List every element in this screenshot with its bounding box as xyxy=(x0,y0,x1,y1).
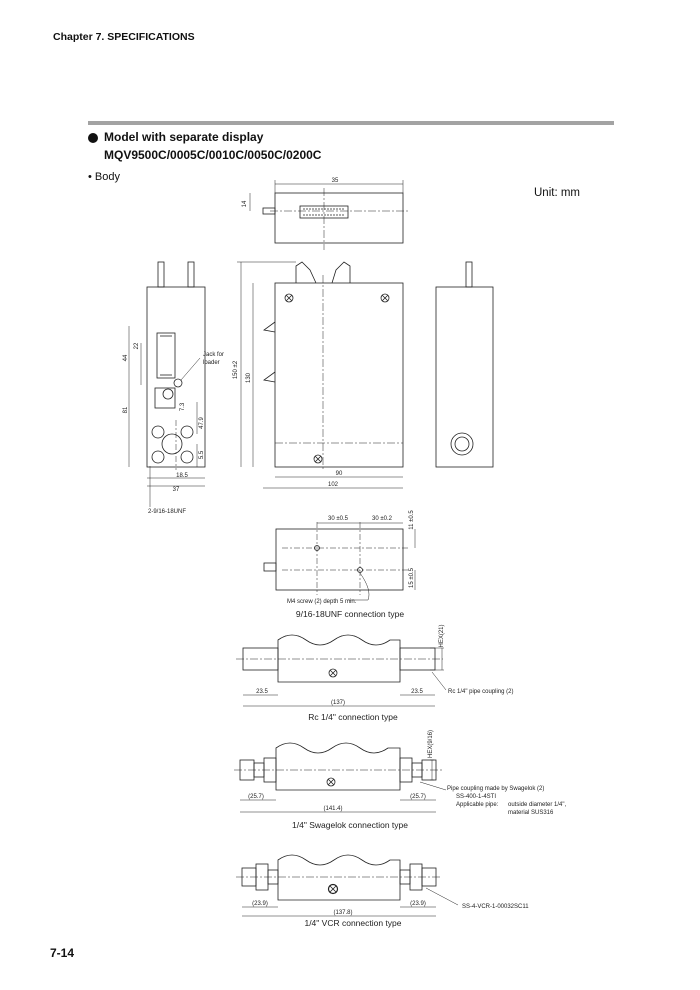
dim-44: 44 xyxy=(123,354,129,361)
dim-14: 14 xyxy=(242,200,248,207)
dim-90: 90 xyxy=(336,471,343,477)
dim-vcr-total: (137.8) xyxy=(333,910,352,916)
vcr-connection-view: (23.9) (23.9) (137.8) SS-4-VCR-1-00032SC… xyxy=(236,854,529,928)
dim-150: 150 ±2 xyxy=(233,360,239,379)
page-number: 7-14 xyxy=(50,946,75,960)
jack-port-icon xyxy=(173,378,183,388)
dim-47-9: 47.9 xyxy=(199,417,205,429)
jack-label-1: Jack for xyxy=(203,352,224,358)
dim-vcr-right: (23.9) xyxy=(410,901,426,907)
chapter-header: Chapter 7. SPECIFICATIONS xyxy=(53,31,195,43)
jack-circle xyxy=(162,388,174,400)
rc-note: Rc 1/4" pipe coupling (2) xyxy=(448,689,514,695)
dim-vcr-left: (23.9) xyxy=(252,901,268,907)
vcr-caption: 1/4" VCR connection type xyxy=(304,918,401,928)
screw-note: M4 screw (2) depth 5 min. xyxy=(287,599,357,605)
dim-30a: 30 ±0.5 xyxy=(328,516,349,522)
hex-9-16: HEX(9/16) xyxy=(428,730,434,758)
dim-37: 37 xyxy=(173,487,180,493)
unf-body xyxy=(275,528,404,591)
swagelok-note-5: material SUS316 xyxy=(508,810,554,816)
front-view-body xyxy=(274,282,404,468)
swagelok-caption: 1/4" Swagelok connection type xyxy=(292,820,408,830)
vcr-note: SS-4-VCR-1-00032SC11 xyxy=(462,904,529,910)
top-view: 35 14 xyxy=(242,178,410,250)
swagelok-body xyxy=(275,742,401,791)
center-mark-icon xyxy=(328,668,338,678)
swagelok-note-3: Applicable pipe: xyxy=(456,802,499,808)
section-rule xyxy=(88,121,614,125)
body-subheading: • Body xyxy=(88,171,120,183)
thread-note: 2-9/16-18UNF xyxy=(148,509,186,515)
dim-7-3: 7.3 xyxy=(180,402,186,411)
rc-connection-view: HEX(21) 23.5 23.5 (137) Rc 1/4" pipe cou… xyxy=(236,624,514,722)
dim-rc-total: (137) xyxy=(331,700,345,706)
connector-block xyxy=(156,332,176,379)
left-view-body xyxy=(146,286,206,468)
model-numbers: MQV9500C/0005C/0010C/0050C/0200C xyxy=(104,148,322,162)
dim-18-5: 18.5 xyxy=(176,473,188,479)
bullet-icon xyxy=(88,133,98,143)
port-icon xyxy=(151,425,165,439)
rc-body xyxy=(277,634,401,683)
swagelok-note-1: Pipe coupling made by Swagelok (2) xyxy=(447,786,544,792)
unf-connection-view: 30 ±0.5 30 ±0.2 11 ±0.5 15 ±0.5 M4 screw… xyxy=(263,510,416,619)
dim-130: 130 xyxy=(246,372,252,383)
swagelok-note-2: SS-400-1-4STI xyxy=(456,794,496,800)
section-title: Model with separate display xyxy=(104,130,264,144)
top-view-outline xyxy=(274,192,404,244)
dim-81: 81 xyxy=(123,406,129,413)
main-port-icon xyxy=(161,433,183,455)
vcr-body xyxy=(277,854,401,901)
dim-30b: 30 ±0.2 xyxy=(372,516,393,522)
right-side-view xyxy=(435,261,494,468)
dim-sw-left: (25.7) xyxy=(248,794,264,800)
swagelok-note-4: outside diameter 1/4", xyxy=(508,802,566,808)
dim-102: 102 xyxy=(328,482,339,488)
swagelok-connection-view: HEX(9/16) (25.7) (25.7) (141.4) Pipe cou… xyxy=(234,730,566,830)
left-side-view: 44 22 81 7.3 47.9 5.5 18.5 37 Jack for l… xyxy=(123,261,224,515)
jack-label-2: loader xyxy=(203,360,220,366)
dim-sw-total: (141.4) xyxy=(323,806,342,812)
dim-rc-left: 23.5 xyxy=(256,689,268,695)
unf-caption: 9/16-18UNF connection type xyxy=(296,609,404,619)
dim-35: 35 xyxy=(332,178,339,184)
right-port-icon xyxy=(450,432,474,456)
front-view: 150 ±2 130 90 102 xyxy=(233,261,404,489)
dim-15: 15 ±0.5 xyxy=(409,567,415,588)
dim-sw-right: (25.7) xyxy=(410,794,426,800)
unit-label: Unit: mm xyxy=(534,187,580,199)
rc-caption: Rc 1/4" connection type xyxy=(308,712,398,722)
hex-21: HEX(21) xyxy=(439,624,445,647)
dim-11: 11 ±0.5 xyxy=(409,510,415,530)
dim-5-5: 5.5 xyxy=(199,450,205,459)
dim-rc-right: 23.5 xyxy=(411,689,423,695)
screw-icon xyxy=(284,293,294,303)
right-view-body xyxy=(435,286,494,468)
dim-22: 22 xyxy=(134,342,140,349)
